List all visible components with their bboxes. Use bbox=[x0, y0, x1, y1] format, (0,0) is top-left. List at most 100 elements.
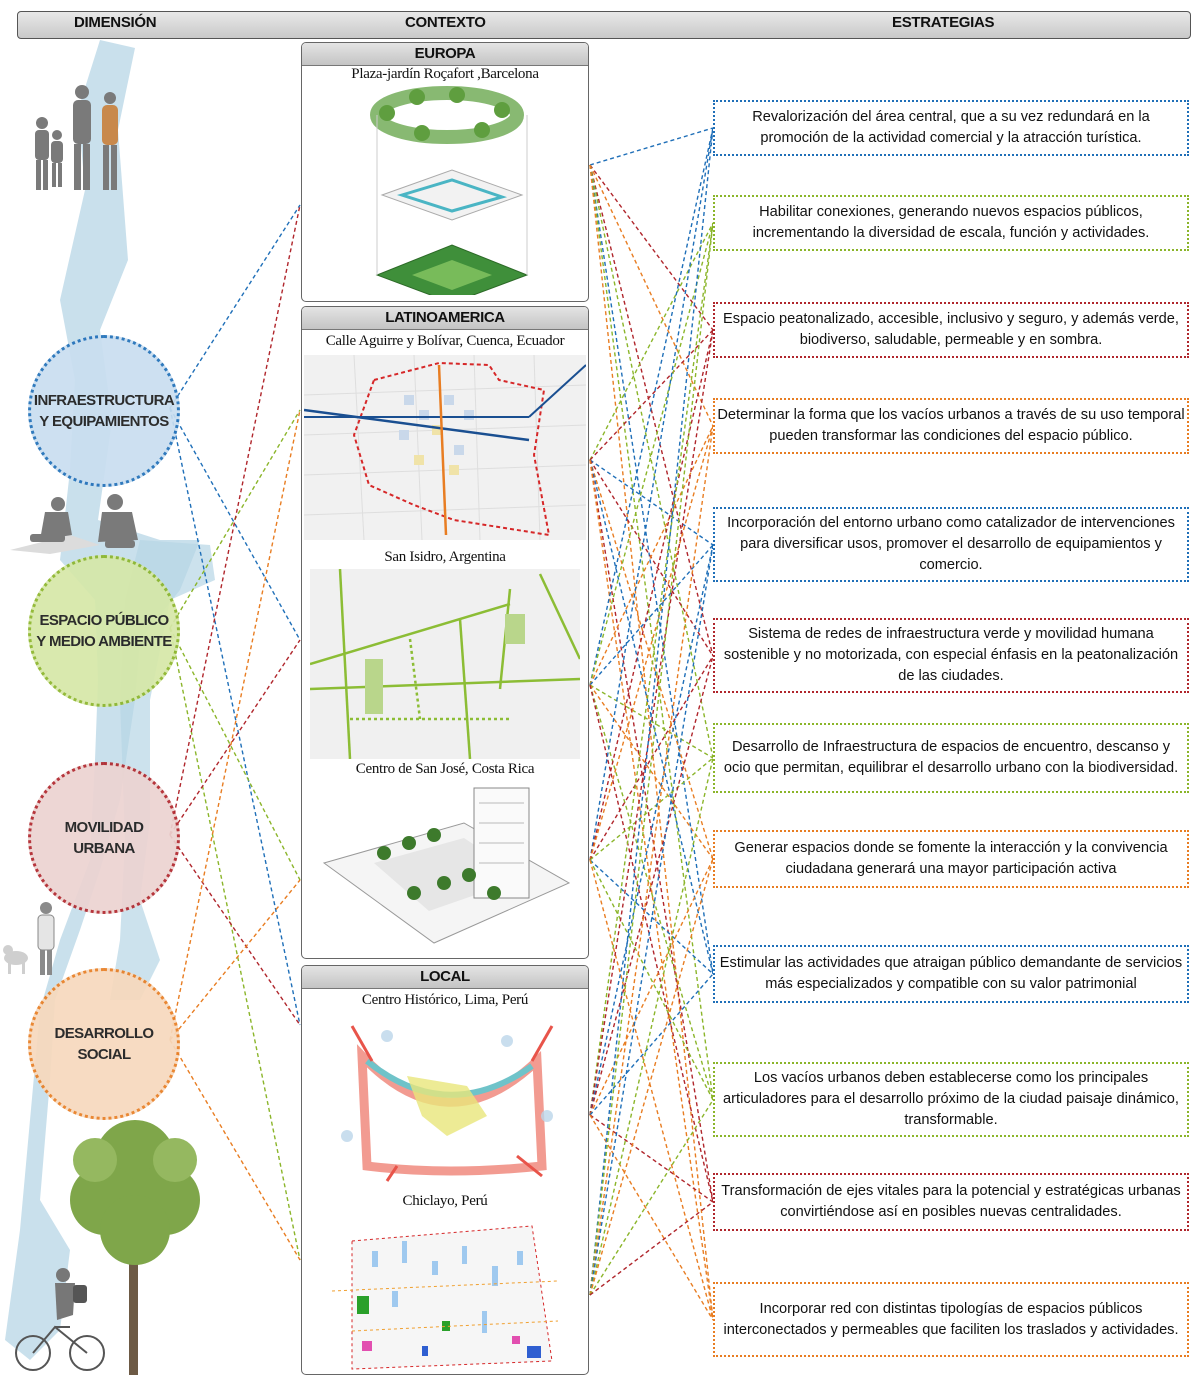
tree-image bbox=[70, 1120, 200, 1375]
strategies-header: ESTRATEGIAS bbox=[892, 14, 995, 31]
dimension-connector-line bbox=[169, 879, 301, 1041]
cuenca-map-image bbox=[304, 355, 586, 540]
strategy-connector-line bbox=[589, 655, 714, 1116]
dimension-connector-line bbox=[169, 627, 301, 1261]
chiclayo-map-image bbox=[332, 1225, 558, 1370]
strategy-text: Sistema de redes de infraestructura verd… bbox=[723, 626, 1179, 684]
case-caption: Calle Aguirre y Bolívar, Cuenca, Ecuador bbox=[325, 333, 565, 349]
strategy-connector-line bbox=[589, 164, 714, 427]
strategy-connector-line bbox=[589, 329, 714, 461]
strategy-connector-line bbox=[589, 164, 714, 759]
strategy-connector-line bbox=[589, 544, 714, 686]
strategy-connector-line bbox=[589, 1201, 714, 1296]
strategy-connector-line bbox=[589, 222, 714, 1296]
dimension-espacio-publico: ESPACIO PÚBLICO Y MEDIO AMBIENTE bbox=[28, 555, 180, 707]
strategy-box: Los vacíos urbanos deben establecerse co… bbox=[713, 1062, 1189, 1137]
case-caption: Plaza-jardín Roçafort ,Barcelona bbox=[351, 66, 539, 82]
strategy-connector-line bbox=[589, 459, 714, 657]
case-caption: Centro de San José, Costa Rica bbox=[355, 761, 535, 777]
strategy-box: Habilitar conexiones, generando nuevos e… bbox=[713, 195, 1189, 251]
strategy-text: Desarrollo de Infraestructura de espacio… bbox=[723, 739, 1179, 776]
dimension-label: ESPACIO PÚBLICO bbox=[39, 612, 169, 629]
strategy-connector-line bbox=[589, 127, 714, 861]
strategy-connector-line bbox=[589, 459, 714, 1203]
strategy-connector-line bbox=[589, 858, 714, 1296]
strategy-text: Los vacíos urbanos deben establecerse co… bbox=[723, 1070, 1179, 1128]
dimension-label: INFRAESTRUCTURA bbox=[33, 392, 175, 409]
panel-title: EUROPA bbox=[302, 43, 588, 66]
dimension-movilidad: MOVILIDAD URBANA bbox=[28, 762, 180, 914]
strategy-box: Sistema de redes de infraestructura verd… bbox=[713, 618, 1189, 693]
strategy-text: Revalorización del área central, que a s… bbox=[752, 109, 1150, 146]
strategy-box: Estimular las actividades que atraigan p… bbox=[713, 945, 1189, 1003]
strategy-connector-line bbox=[589, 164, 714, 975]
dimension-connector-line bbox=[169, 204, 301, 409]
cyclist-image bbox=[15, 1268, 105, 1371]
strategy-text: Generar espacios donde se fomente la int… bbox=[734, 840, 1168, 877]
dimension-label: URBANA bbox=[73, 840, 135, 857]
strategy-box: Revalorización del área central, que a s… bbox=[713, 100, 1189, 156]
strategy-connector-line bbox=[589, 684, 714, 860]
context-panel-latinoamerica: LATINOAMERICA Calle Aguirre y Bolívar, C… bbox=[301, 306, 589, 959]
context-panel-europa: EUROPA Plaza-jardín Roçafort ,Barcelona bbox=[301, 42, 589, 302]
strategy-text: Determinar la forma que los vacíos urban… bbox=[717, 407, 1185, 444]
strategy-connector-line bbox=[589, 757, 714, 1296]
dimension-label: Y MEDIO AMBIENTE bbox=[36, 633, 172, 650]
dimension-header: DIMENSIÓN bbox=[74, 14, 157, 31]
dimension-connector-line bbox=[169, 627, 301, 881]
strategy-connector-line bbox=[589, 425, 714, 686]
strategy-connector-line bbox=[589, 544, 714, 1296]
dimension-connector-line bbox=[169, 409, 301, 1041]
strategy-text: Estimular las actividades que atraigan p… bbox=[719, 955, 1183, 992]
strategy-connector-line bbox=[589, 459, 714, 1321]
strategy-connector-line bbox=[589, 684, 714, 1101]
lima-diagram-image bbox=[341, 1025, 554, 1182]
strategy-connector-line bbox=[589, 425, 714, 861]
case-caption: Chiclayo, Perú bbox=[402, 1193, 488, 1209]
strategy-connector-line bbox=[589, 684, 714, 759]
strategy-box: Espacio peatonalizado, accesible, inclus… bbox=[713, 302, 1189, 358]
strategy-box: Desarrollo de Infraestructura de espacio… bbox=[713, 723, 1189, 793]
panel-title: LOCAL bbox=[302, 966, 588, 989]
dimension-label: Y EQUIPAMIENTOS bbox=[39, 413, 169, 430]
strategy-connector-line bbox=[589, 164, 714, 1321]
strategy-text: Transformación de ejes vitales para la p… bbox=[721, 1183, 1181, 1220]
strategy-box: Transformación de ejes vitales para la p… bbox=[713, 1173, 1189, 1231]
dimension-connector-line bbox=[169, 407, 301, 641]
case-caption: San Isidro, Argentina bbox=[384, 549, 506, 565]
panel-title: LATINOAMERICA bbox=[302, 307, 588, 330]
dimension-connector-line bbox=[169, 1039, 301, 1261]
strategy-text: Incorporar red con distintas tipologías … bbox=[723, 1300, 1179, 1338]
strategy-connector-line bbox=[589, 859, 714, 1321]
strategy-connector-line bbox=[589, 859, 714, 1101]
family-figures-image bbox=[35, 85, 118, 190]
dimension-label: SOCIAL bbox=[77, 1046, 131, 1063]
strategy-connector-line bbox=[589, 127, 714, 1296]
strategy-connector-line bbox=[589, 684, 714, 1203]
strategy-connector-line bbox=[589, 757, 714, 861]
san-isidro-map-image bbox=[310, 569, 580, 759]
strategy-connector-line bbox=[589, 858, 714, 1116]
strategy-connector-line bbox=[589, 973, 714, 1116]
context-header: CONTEXTO bbox=[405, 14, 486, 31]
dimension-connector-line bbox=[169, 204, 301, 836]
strategy-connector-line bbox=[589, 1099, 714, 1296]
case-caption: Centro Histórico, Lima, Perú bbox=[361, 992, 529, 1008]
san-jose-axonometric-image bbox=[322, 787, 571, 944]
strategy-connector-line bbox=[589, 222, 714, 1116]
strategy-text: Incorporación del entorno urbano como ca… bbox=[727, 515, 1175, 573]
strategy-connector-line bbox=[589, 164, 714, 1101]
strategy-box: Incorporación del entorno urbano como ca… bbox=[713, 507, 1189, 582]
strategy-connector-line bbox=[589, 859, 714, 975]
people-painting-image bbox=[10, 494, 138, 554]
context-panel-local: LOCAL Centro Histórico, Lima, Perú Chicl… bbox=[301, 965, 589, 1375]
dimension-connector-line bbox=[169, 834, 301, 1026]
strategy-connector-line bbox=[589, 222, 714, 461]
dimension-label: MOVILIDAD bbox=[64, 819, 144, 836]
strategy-text: Espacio peatonalizado, accesible, inclus… bbox=[723, 311, 1179, 348]
strategy-connector-line bbox=[589, 425, 714, 1296]
strategy-connector-line bbox=[589, 1114, 714, 1321]
strategy-connector-line bbox=[589, 222, 714, 686]
